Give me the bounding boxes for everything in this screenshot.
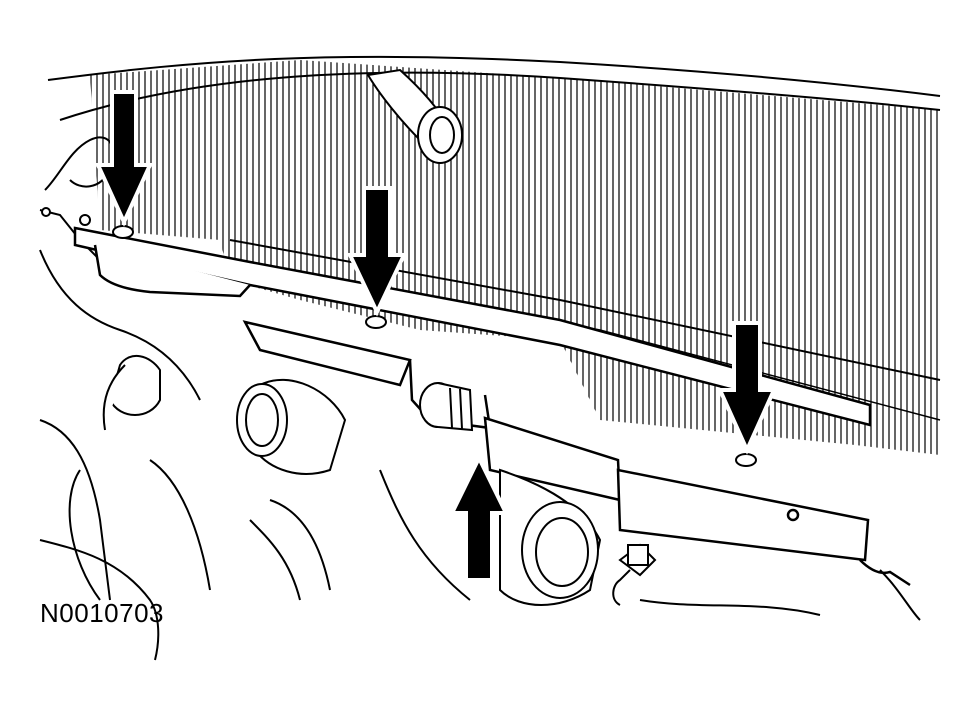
- sensor-fitting: [612, 543, 657, 606]
- left-frame: [39, 136, 201, 601]
- figure-id-label: N0010703: [40, 598, 164, 628]
- down-arrow-right-nut: [716, 321, 778, 455]
- left-nut: [112, 225, 134, 239]
- lower-hoses: [39, 459, 921, 661]
- lower-hose-outlet: [249, 468, 602, 606]
- upper-hose: [366, 68, 463, 164]
- up-arrow-lower-clip: [448, 453, 510, 582]
- down-arrow-center-nut: [346, 186, 408, 317]
- left-hose-outlet: [102, 355, 347, 475]
- down-arrow-left-nut: [94, 90, 154, 227]
- center-hose-connector: [419, 382, 474, 432]
- air-deflector: [73, 226, 911, 587]
- center-nut: [365, 315, 387, 329]
- right-nut: [735, 453, 757, 467]
- callout-arrows: [94, 90, 778, 582]
- nuts: [112, 225, 757, 467]
